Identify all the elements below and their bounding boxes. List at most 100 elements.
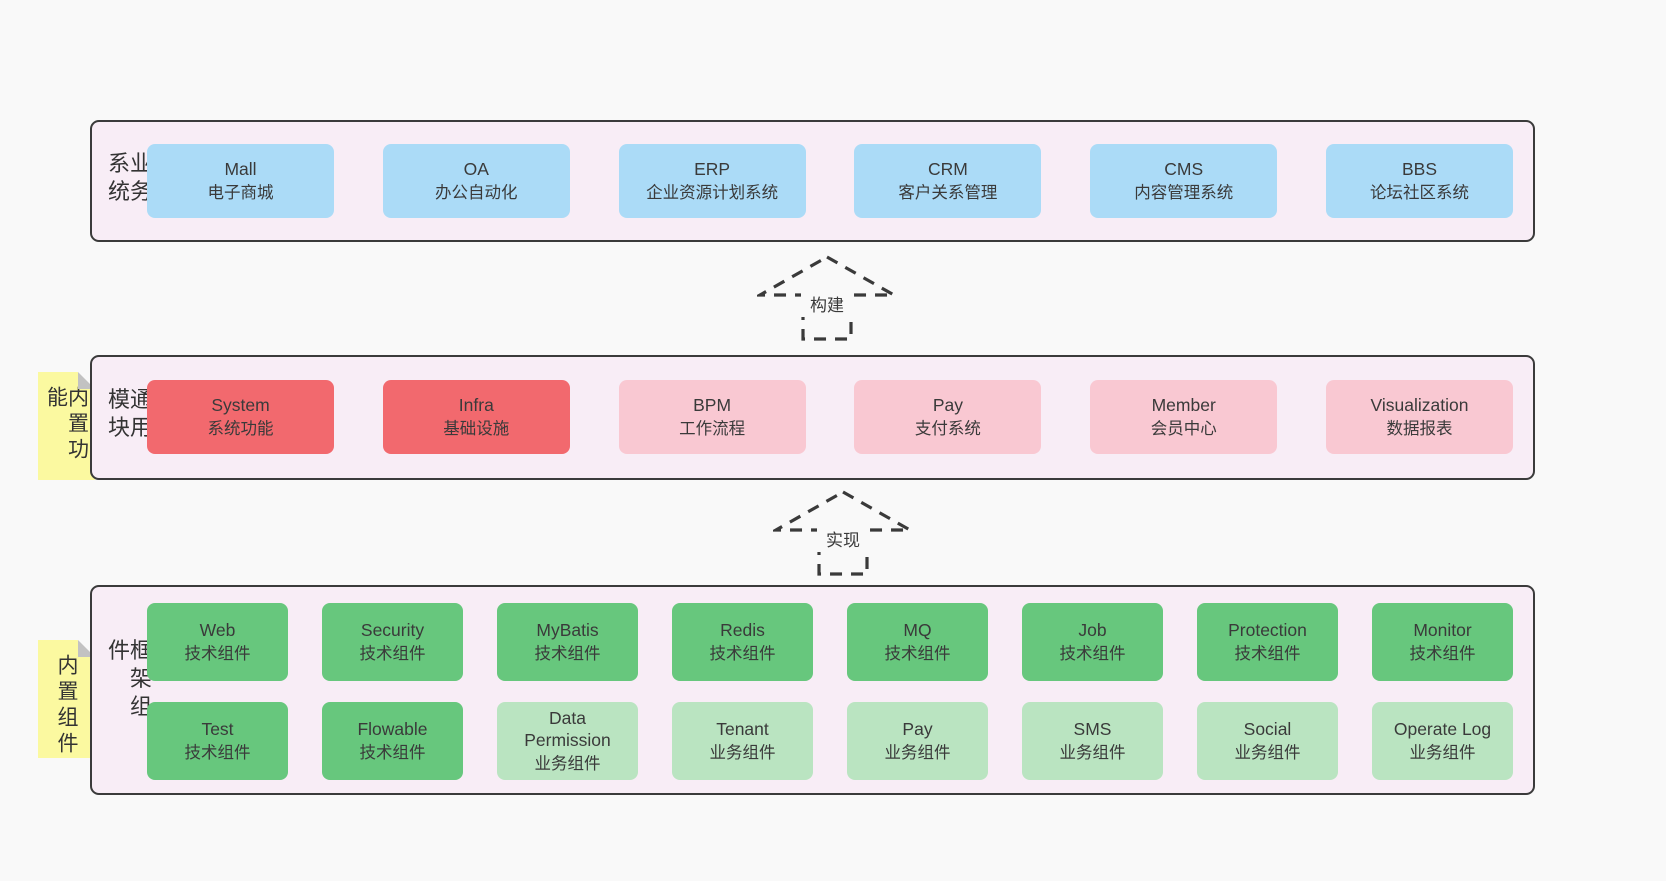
box-erp: ERP 企业资源计划系统 xyxy=(618,144,806,218)
modules-box-row: System 系统功能 Infra 基础设施 BPM 工作流程 Pay 支付系统… xyxy=(147,380,1513,454)
box-subtitle: 客户关系管理 xyxy=(898,183,998,202)
business-band-label: 业务系统 xyxy=(105,151,152,208)
box-subtitle: 支付系统 xyxy=(914,419,981,438)
box-subtitle: 技术组件 xyxy=(184,644,251,663)
box-subtitle: 技术组件 xyxy=(534,644,601,663)
box-protection: Protection 技术组件 xyxy=(1197,603,1338,681)
box-subtitle: 办公自动化 xyxy=(435,183,518,202)
sticky-label: 内置组件 xyxy=(55,654,78,758)
box-subtitle: 技术组件 xyxy=(709,644,776,663)
box-title: Pay xyxy=(932,394,963,415)
box-tenant: Tenant 业务组件 xyxy=(672,702,813,780)
box-subtitle: 会员中心 xyxy=(1150,419,1217,438)
box-crm: CRM 客户关系管理 xyxy=(854,144,1042,218)
box-title: Mall xyxy=(224,158,257,179)
box-subtitle: 业务组件 xyxy=(1409,743,1476,762)
box-subtitle: 内容管理系统 xyxy=(1134,183,1234,202)
box-system: System 系统功能 xyxy=(147,380,334,454)
box-title: Visualization xyxy=(1370,394,1469,415)
box-pay-component: Pay 业务组件 xyxy=(847,702,988,780)
box-title: BPM xyxy=(693,394,732,415)
box-subtitle: 技术组件 xyxy=(1409,644,1476,663)
box-subtitle: 业务组件 xyxy=(884,743,951,762)
box-title: Web xyxy=(199,619,236,640)
box-title: Social xyxy=(1243,718,1292,739)
box-redis: Redis 技术组件 xyxy=(672,603,813,681)
build-arrow-icon: 构建 xyxy=(757,255,897,341)
box-mybatis: MyBatis 技术组件 xyxy=(497,603,638,681)
box-title: Operate Log xyxy=(1393,718,1492,739)
box-title: System xyxy=(211,394,270,415)
box-title: ERP xyxy=(694,158,731,179)
box-title: Member xyxy=(1151,394,1216,415)
framework-components-band: 框架组件 Web 技术组件 Security 技术组件 MyBatis 技术组件… xyxy=(90,585,1535,795)
box-title: Flowable xyxy=(357,718,428,739)
box-subtitle: 数据报表 xyxy=(1386,419,1453,438)
components-band-label: 框架组件 xyxy=(105,638,152,723)
box-visualization: Visualization 数据报表 xyxy=(1325,380,1513,454)
box-subtitle: 技术组件 xyxy=(184,743,251,762)
box-job: Job 技术组件 xyxy=(1022,603,1163,681)
box-bpm: BPM 工作流程 xyxy=(618,380,806,454)
box-subtitle: 业务组件 xyxy=(1234,743,1301,762)
box-subtitle: 业务组件 xyxy=(709,743,776,762)
box-social: Social 业务组件 xyxy=(1197,702,1338,780)
box-oa: OA 办公自动化 xyxy=(382,144,570,218)
box-monitor: Monitor 技术组件 xyxy=(1372,603,1513,681)
box-data-permission: Data Permission 业务组件 xyxy=(497,702,638,780)
box-test: Test 技术组件 xyxy=(147,702,288,780)
box-title: CMS xyxy=(1164,158,1204,179)
box-infra: Infra 基础设施 xyxy=(382,380,570,454)
implement-arrow-icon: 实现 xyxy=(773,490,913,576)
box-mall: Mall 电子商城 xyxy=(147,144,334,218)
box-title: SMS xyxy=(1073,718,1112,739)
box-cms: CMS 内容管理系统 xyxy=(1090,144,1278,218)
box-subtitle: 企业资源计划系统 xyxy=(646,183,779,202)
box-title: Security xyxy=(360,619,425,640)
box-subtitle: 工作流程 xyxy=(679,419,746,438)
components-row-1: Web 技术组件 Security 技术组件 MyBatis 技术组件 Redi… xyxy=(147,603,1513,681)
box-operate-log: Operate Log 业务组件 xyxy=(1372,702,1513,780)
box-title: OA xyxy=(463,158,489,179)
box-subtitle: 技术组件 xyxy=(884,644,951,663)
box-title: MQ xyxy=(903,619,932,640)
box-mq: MQ 技术组件 xyxy=(847,603,988,681)
box-subtitle: 系统功能 xyxy=(207,419,274,438)
box-title: Infra xyxy=(458,394,494,415)
build-arrow-label: 构建 xyxy=(810,296,844,315)
sticky-label: 内置功能 xyxy=(44,386,89,464)
box-subtitle: 基础设施 xyxy=(443,419,510,438)
box-subtitle: 技术组件 xyxy=(359,644,426,663)
business-box-row: Mall 电子商城 OA 办公自动化 ERP 企业资源计划系统 CRM 客户关系… xyxy=(147,144,1513,218)
box-member: Member 会员中心 xyxy=(1090,380,1278,454)
box-title: Test xyxy=(201,718,234,739)
box-subtitle: 业务组件 xyxy=(1059,743,1126,762)
modules-band-label: 通用模块 xyxy=(105,387,152,444)
box-title: Job xyxy=(1078,619,1107,640)
box-title: BBS xyxy=(1401,158,1437,179)
box-subtitle: 技术组件 xyxy=(1234,644,1301,663)
business-systems-band: 业务系统 Mall 电子商城 OA 办公自动化 ERP 企业资源计划系统 CRM… xyxy=(90,120,1535,242)
box-title: Protection xyxy=(1228,619,1307,640)
box-title: Monitor xyxy=(1413,619,1472,640)
box-title: Redis xyxy=(720,619,765,640)
box-title: MyBatis xyxy=(536,619,599,640)
box-subtitle: 技术组件 xyxy=(359,743,426,762)
box-flowable: Flowable 技术组件 xyxy=(322,702,463,780)
box-title: CRM xyxy=(927,158,968,179)
box-security: Security 技术组件 xyxy=(322,603,463,681)
box-title: Data Permission xyxy=(524,707,611,751)
common-modules-band: 通用模块 System 系统功能 Infra 基础设施 BPM 工作流程 Pay… xyxy=(90,355,1535,480)
implement-arrow-label: 实现 xyxy=(826,531,860,550)
box-bbs: BBS 论坛社区系统 xyxy=(1325,144,1513,218)
sticky-note-built-in-features: 内置功能 xyxy=(38,372,95,480)
box-subtitle: 论坛社区系统 xyxy=(1369,183,1469,202)
box-web: Web 技术组件 xyxy=(147,603,288,681)
box-sms: SMS 业务组件 xyxy=(1022,702,1163,780)
box-subtitle: 电子商城 xyxy=(207,183,274,202)
box-title: Pay xyxy=(902,718,933,739)
box-subtitle: 业务组件 xyxy=(534,755,601,774)
components-row-2: Test 技术组件 Flowable 技术组件 Data Permission … xyxy=(147,702,1513,780)
sticky-note-built-in-components: 内置组件 xyxy=(38,640,95,758)
box-subtitle: 技术组件 xyxy=(1059,644,1126,663)
